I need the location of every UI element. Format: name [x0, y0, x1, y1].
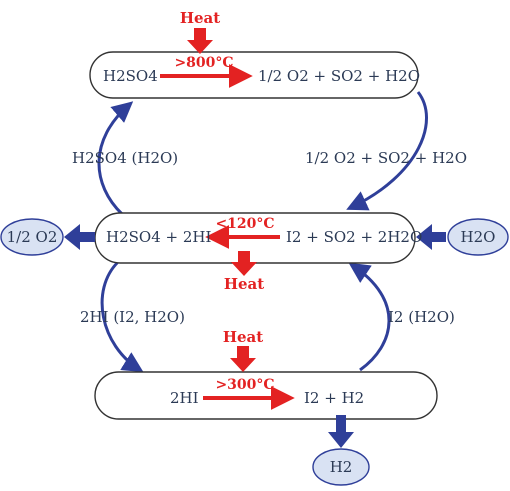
middle-heat-label: Heat	[224, 275, 264, 293]
upper-left-flow-label: H2SO4 (H2O)	[72, 149, 178, 167]
hydrogen-out-arrow	[328, 415, 354, 448]
bottom-product-label: I2 + H2	[304, 389, 364, 407]
bottom-heat-label: Heat	[223, 328, 263, 346]
top-product-label: 1/2 O2 + SO2 + H2O	[258, 67, 420, 85]
bottom-heat-down-arrow	[230, 346, 256, 372]
bottom-temperature-label: >300°C	[215, 377, 274, 393]
water-input-bubble	[447, 218, 509, 256]
water-input-label: H2O	[461, 228, 496, 246]
top-reaction-capsule	[89, 51, 419, 99]
top-heat-down-arrow	[187, 28, 213, 54]
top-reactant-label: H2SO4	[103, 67, 158, 85]
flow-arrow-right-lower	[348, 262, 391, 372]
hydrogen-output-label: H2	[330, 458, 353, 476]
flow-arrow-left-lower	[100, 260, 144, 373]
middle-left-label: H2SO4 + 2HI	[106, 228, 211, 246]
bottom-reactant-label: 2HI	[170, 389, 199, 407]
upper-right-flow-label: 1/2 O2 + SO2 + H2O	[305, 149, 467, 167]
top-temperature-label: >800°C	[174, 55, 233, 71]
lower-right-flow-label: I2 (H2O)	[388, 308, 455, 326]
flow-arrow-left-upper	[97, 101, 134, 216]
oxygen-output-bubble	[0, 218, 64, 256]
flow-arrow-right-upper	[346, 91, 428, 211]
lower-left-flow-label: 2HI (I2, H2O)	[80, 308, 185, 326]
water-in-arrow	[416, 224, 446, 250]
middle-heat-down-arrow	[231, 251, 257, 276]
bottom-reaction-capsule	[94, 371, 438, 420]
middle-right-label: I2 + SO2 + 2H2O	[286, 228, 422, 246]
oxygen-output-label: 1/2 O2	[7, 228, 58, 246]
oxygen-out-arrow	[64, 224, 95, 250]
top-heat-label: Heat	[180, 9, 220, 27]
middle-temperature-label: <120°C	[215, 216, 274, 232]
hydrogen-output-bubble	[312, 448, 370, 486]
